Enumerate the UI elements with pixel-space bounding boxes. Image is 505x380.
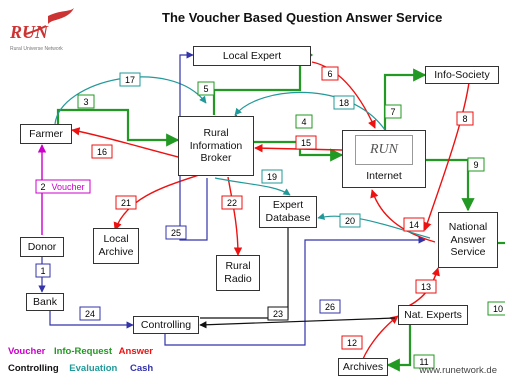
node-controlling: Controlling xyxy=(133,316,199,334)
node-rural-information-broker-label: Rural Information Broker xyxy=(189,127,243,165)
edge-label-22: 22 xyxy=(227,198,237,208)
legend-row-1: Voucher Info-Request Answer xyxy=(8,346,153,357)
edge-label-16: 16 xyxy=(97,147,107,157)
edge-label-12: 12 xyxy=(347,338,357,348)
node-internet-label: Internet xyxy=(366,170,402,182)
node-internet: RUN Internet xyxy=(342,130,426,188)
node-archives-label: Archives xyxy=(342,360,384,373)
node-local-expert-label: Local Expert xyxy=(222,49,282,62)
node-bank-label: Bank xyxy=(33,295,57,308)
edge-label-3: 3 xyxy=(83,97,88,107)
node-bank: Bank xyxy=(26,293,64,311)
edge-label-26: 26 xyxy=(325,302,335,312)
green-labels: 3 5 4 7 9 10 11 xyxy=(77,81,505,369)
node-rural-radio-label: Rural Radio xyxy=(224,260,252,285)
legend-voucher: Voucher xyxy=(8,346,46,357)
edge-label-13: 13 xyxy=(421,282,431,292)
teal-labels: 17 18 19 20 xyxy=(119,72,361,228)
edge-label-24: 24 xyxy=(85,309,95,319)
node-expert-database-label: Expert Database xyxy=(265,199,311,224)
edge-label-7: 7 xyxy=(390,107,395,117)
edge-label-6: 6 xyxy=(327,69,332,79)
legend-evaluation: Evaluation xyxy=(69,363,118,374)
diagram-title: The Voucher Based Question Answer Servic… xyxy=(162,10,443,25)
node-info-society: Info-Society xyxy=(425,66,499,84)
edge-label-5: 5 xyxy=(203,84,208,94)
evaluation-edges xyxy=(54,76,431,239)
legend-answer: Answer xyxy=(118,346,153,357)
node-nat-experts: Nat. Experts xyxy=(398,305,468,325)
node-rural-radio: Rural Radio xyxy=(216,255,260,291)
edge-label-8: 8 xyxy=(462,114,467,124)
node-farmer: Farmer xyxy=(20,124,72,144)
node-donor-label: Donor xyxy=(27,240,57,253)
legend-row-2: Controlling Evaluation Cash xyxy=(8,363,153,374)
node-farmer-label: Farmer xyxy=(29,127,63,140)
swallow-logo-icon xyxy=(25,8,74,35)
blue-labels: 1 24 25 26 xyxy=(35,225,341,321)
edge-label-14: 14 xyxy=(409,220,419,230)
edge-label-20: 20 xyxy=(345,216,355,226)
edge-label-21: 21 xyxy=(121,198,131,208)
legend-cash: Cash xyxy=(129,363,154,374)
node-info-society-label: Info-Society xyxy=(434,68,490,81)
node-local-expert: Local Expert xyxy=(193,46,311,66)
legend-controlling: Controlling xyxy=(8,363,59,374)
voucher-tag-label: Voucher xyxy=(51,182,84,192)
edge-label-1: 1 xyxy=(40,266,45,276)
edge-label-4: 4 xyxy=(301,117,306,127)
node-archives: Archives xyxy=(338,358,388,376)
black-labels: 23 xyxy=(267,306,289,321)
voucher-tag: 2 Voucher xyxy=(35,179,91,194)
node-controlling-label: Controlling xyxy=(140,318,192,331)
run-logo: RUN Rural Universe Network xyxy=(8,6,80,54)
edge-label-17: 17 xyxy=(125,75,135,85)
edge-label-25: 25 xyxy=(171,228,181,238)
node-expert-database: Expert Database xyxy=(259,196,317,228)
edge-label-18: 18 xyxy=(339,98,349,108)
edge-label-2: 2 xyxy=(40,182,45,192)
legend-info-request: Info-Request xyxy=(53,346,113,357)
edge-label-11: 11 xyxy=(419,357,428,367)
edge-label-23: 23 xyxy=(273,309,283,319)
internet-run-icon: RUN xyxy=(355,135,413,165)
node-local-archive-label: Local Archive xyxy=(98,233,134,258)
node-donor: Donor xyxy=(20,237,64,257)
node-national-answer-service-label: National Answer Service xyxy=(448,221,488,259)
red-labels: 6 8 15 16 21 22 14 13 12 xyxy=(91,66,474,350)
node-local-archive: Local Archive xyxy=(93,228,139,264)
edge-label-19: 19 xyxy=(267,172,277,182)
node-national-answer-service: National Answer Service xyxy=(438,212,498,268)
logo-subtitle: Rural Universe Network xyxy=(10,46,63,52)
edge-label-10: 10 xyxy=(493,304,503,314)
node-nat-experts-label: Nat. Experts xyxy=(404,308,462,321)
edge-label-9: 9 xyxy=(473,160,478,170)
edge-number-labels: 3 5 4 7 9 10 11 6 8 15 16 21 22 14 13 12… xyxy=(35,66,505,369)
edge-label-15: 15 xyxy=(301,138,311,148)
logo-text: RUN xyxy=(10,22,49,42)
footer-url: www.runetwork.de xyxy=(419,365,497,376)
node-rural-information-broker: Rural Information Broker xyxy=(178,116,254,176)
